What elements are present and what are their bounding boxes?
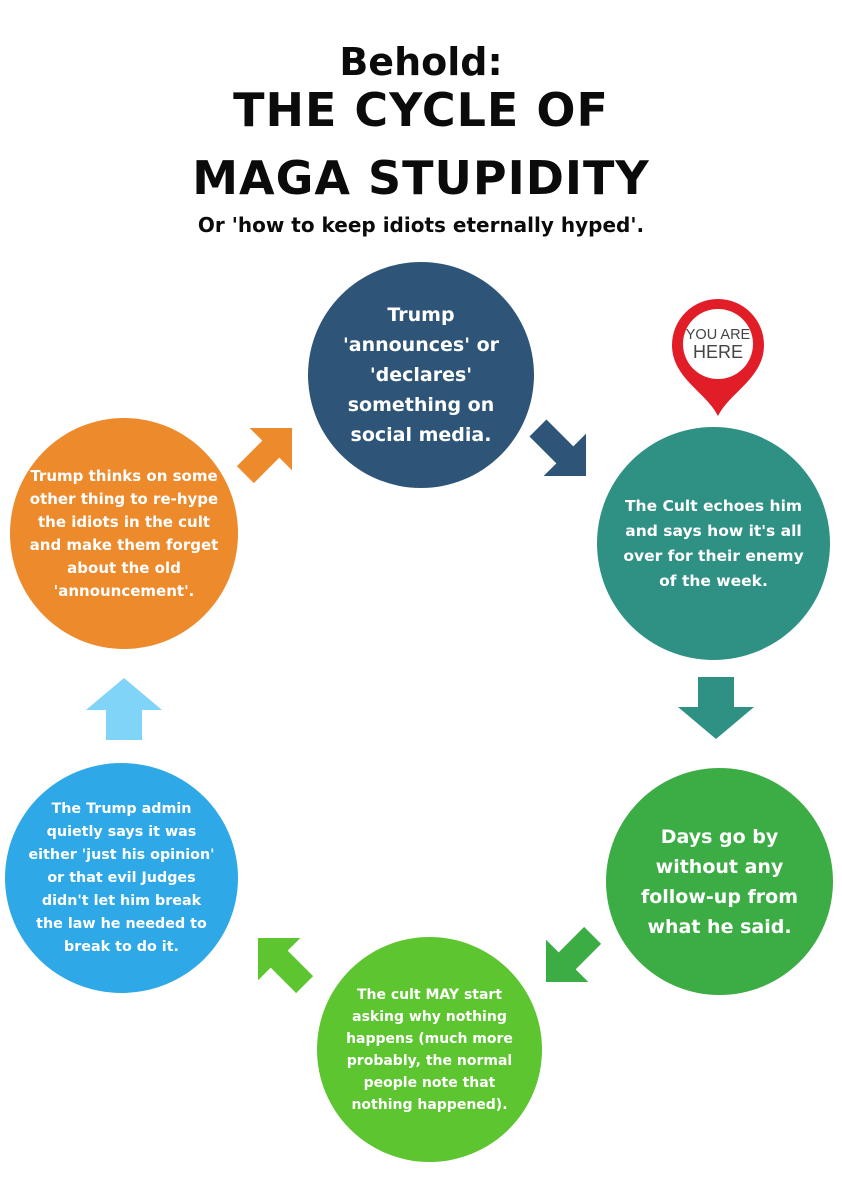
subtitle: Or 'how to keep idiots eternally hyped'. <box>197 213 645 237</box>
step-1-text: Trump 'announces' or 'declares' somethin… <box>342 304 500 446</box>
step-5-text: The Trump admin quietly says it was eith… <box>28 800 215 955</box>
title-behold: Behold: <box>339 40 503 84</box>
arrow-rightbottom-to-bottom <box>545 926 602 983</box>
step-4-circle: The cult MAY start asking why nothing ha… <box>317 937 542 1162</box>
arrow-top-to-right <box>529 419 587 477</box>
step-4-text: The cult MAY start asking why nothing ha… <box>346 986 513 1113</box>
title-main-line1: THE CYCLE OF <box>233 83 609 137</box>
arrow-right-to-rightbottom <box>678 677 754 739</box>
step-2-text: The Cult echoes him and says how it's al… <box>623 496 804 590</box>
step-3-circle: Days go by without any follow-up from wh… <box>606 768 833 995</box>
step-2-circle: The Cult echoes him and says how it's al… <box>597 427 830 660</box>
location-pin-icon: YOU ARE HERE <box>672 299 764 416</box>
arrow-bottom-to-leftbottom <box>257 937 314 994</box>
title-main-line2: MAGA STUPIDITY <box>192 151 650 205</box>
pin-label-line2: HERE <box>693 342 743 362</box>
arrow-left-to-top <box>236 427 293 484</box>
arrow-leftbottom-to-left <box>86 678 162 740</box>
step-3-text: Days go by without any follow-up from wh… <box>640 825 799 938</box>
pin-label-line1: YOU ARE <box>686 327 751 343</box>
step-5-circle: The Trump admin quietly says it was eith… <box>5 763 238 993</box>
step-6-circle: Trump thinks on some other thing to re-h… <box>10 418 238 649</box>
step-6-text: Trump thinks on some other thing to re-h… <box>29 466 219 600</box>
step-1-circle: Trump 'announces' or 'declares' somethin… <box>308 262 534 488</box>
